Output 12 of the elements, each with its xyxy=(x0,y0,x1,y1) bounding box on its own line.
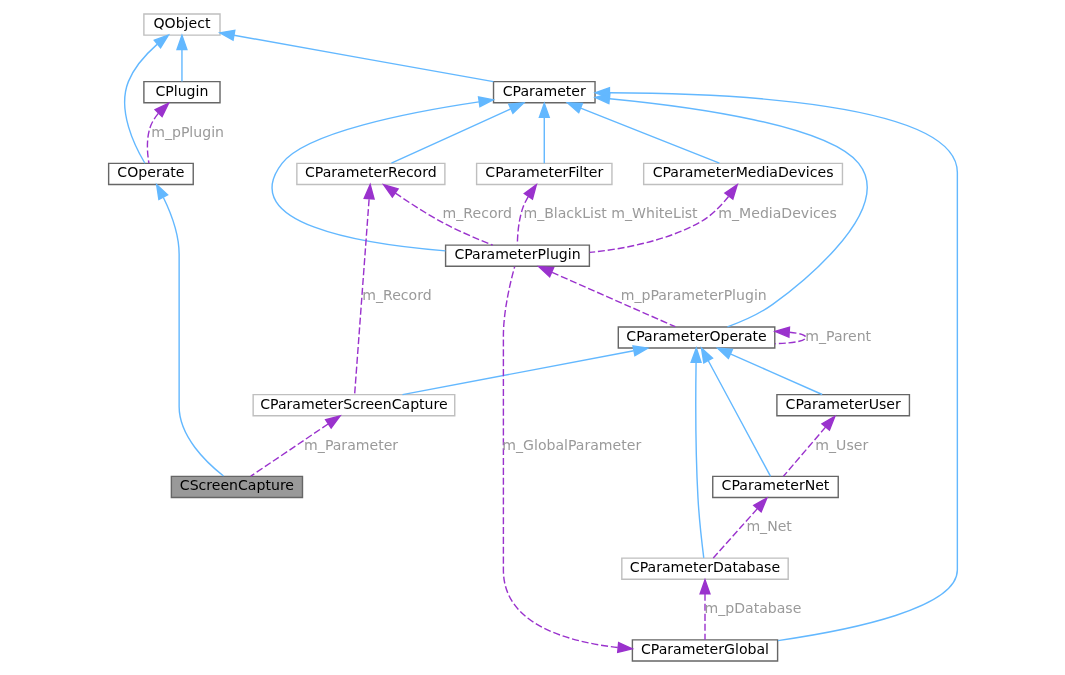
edge-label: m_GlobalParameter xyxy=(501,436,641,453)
edge-label: m_pPlugin xyxy=(150,123,224,140)
edge-label: m_pDatabase xyxy=(704,600,801,617)
edge-label: m_MediaDevices xyxy=(717,205,837,222)
edge-label: m_Record xyxy=(442,205,512,222)
edge-label: m_Parent xyxy=(804,328,871,345)
edge-label: m_Parameter xyxy=(303,436,398,453)
edge-label: m_User xyxy=(814,436,868,453)
edge-label: m_Net xyxy=(745,518,792,535)
edge-label: m_pParameterPlugin xyxy=(620,287,767,304)
edge-label: m_Record xyxy=(361,287,432,304)
edge-label: m_BlackList m_WhiteList xyxy=(522,205,698,222)
